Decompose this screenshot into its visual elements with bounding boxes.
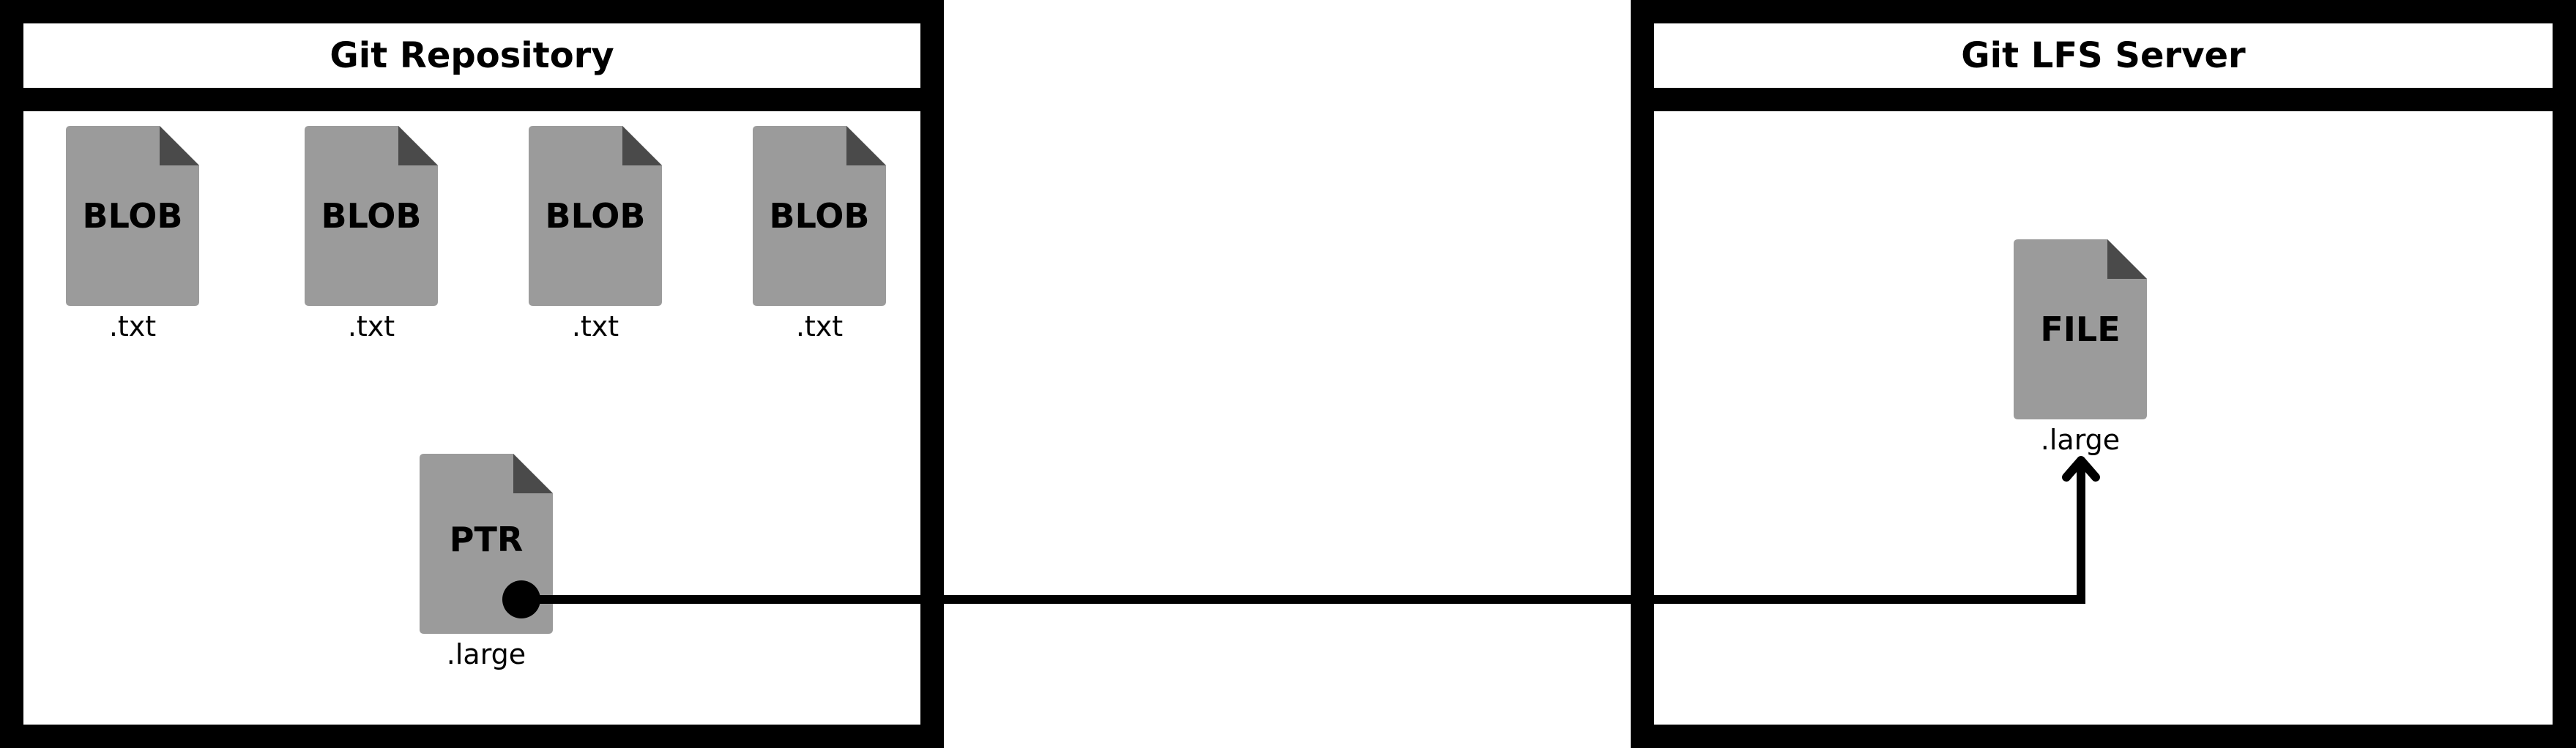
blob-extension: .txt — [571, 310, 619, 343]
blob-extension: .txt — [347, 310, 395, 343]
blob-file-2: BLOB .txt — [305, 126, 438, 343]
blob-file-4: BLOB .txt — [753, 126, 886, 343]
blob-extension: .txt — [108, 310, 157, 343]
blob-label: BLOB — [769, 196, 870, 236]
blob-label: BLOB — [321, 196, 422, 236]
blob-extension: .txt — [795, 310, 844, 343]
blob-label: BLOB — [82, 196, 183, 236]
document-icon — [2014, 239, 2147, 419]
document-icon — [305, 126, 438, 306]
blob-label: BLOB — [545, 196, 646, 236]
document-icon — [753, 126, 886, 306]
document-icon — [529, 126, 662, 306]
git-repository-title: Git Repository — [23, 23, 920, 88]
blob-file-3: BLOB .txt — [529, 126, 662, 343]
pointer-label: PTR — [449, 520, 524, 559]
git-repository-panel: Git Repository — [0, 0, 944, 748]
document-icon — [66, 126, 199, 306]
lfs-file-extension: .large — [2040, 424, 2121, 456]
lfs-file: FILE .large — [2014, 239, 2147, 456]
lfs-server-title: Git LFS Server — [1654, 23, 2553, 88]
blob-file-1: BLOB .txt — [66, 126, 199, 343]
lfs-file-label: FILE — [2040, 310, 2121, 349]
pointer-file: PTR .large — [420, 454, 553, 670]
pointer-extension: .large — [446, 638, 526, 670]
